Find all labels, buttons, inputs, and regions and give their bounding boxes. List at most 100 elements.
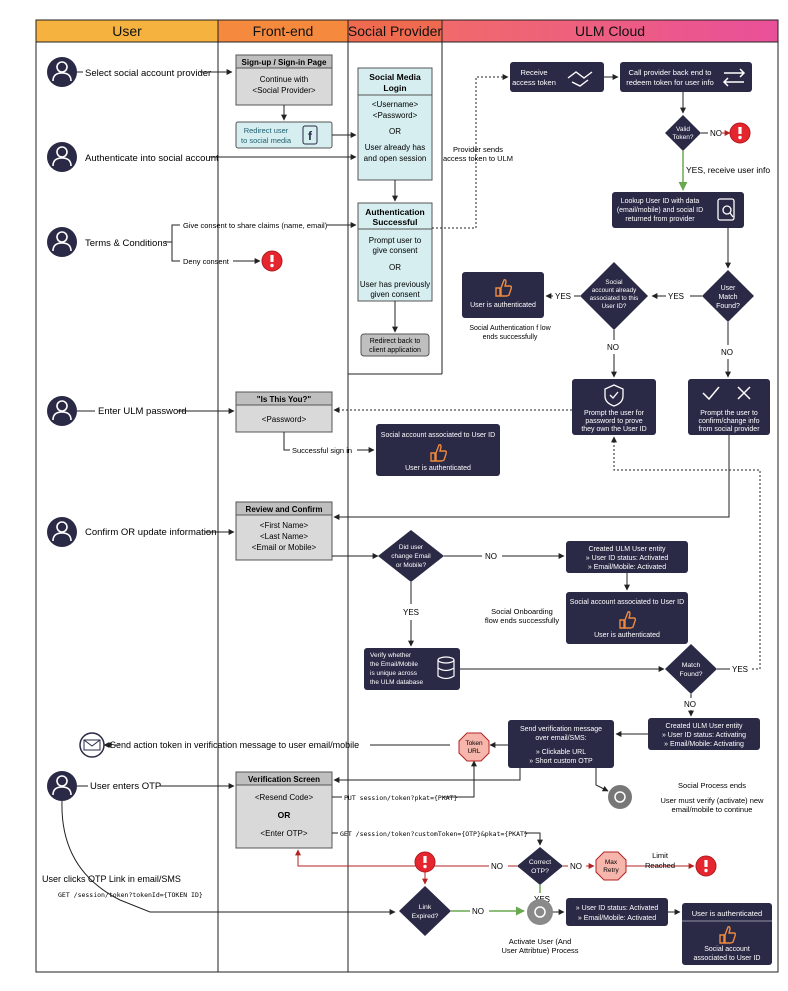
user-match-3: Found? (716, 303, 740, 310)
send-verification-box (508, 720, 614, 768)
token-url-2: URL (467, 748, 480, 755)
social-password-field[interactable]: <Password> (373, 111, 418, 120)
session-line1: User already has (365, 143, 425, 152)
match-found-decision (665, 644, 717, 694)
social-or2: OR (389, 263, 401, 272)
get-token-url: GET /session/token?tokenId={TOKEN ID} (58, 891, 203, 899)
resend-code-button[interactable]: <Resend Code> (255, 793, 314, 802)
user-avatar-icon (46, 226, 78, 258)
onboard-assoc-title: Social account associated to User ID (570, 599, 684, 606)
activate-2: User Attribtue) Process (501, 946, 578, 955)
provider-sends-2: access token to ULM (443, 154, 513, 163)
send-verif-2: over email/SMS: (535, 735, 586, 742)
first-name-field[interactable]: <First Name> (260, 521, 309, 530)
send-verif-1: Send verification message (520, 726, 602, 733)
alert-icon (695, 855, 717, 877)
correct-otp-2: OTP? (531, 868, 549, 875)
created-pending-1: Created ULM User entity (665, 723, 743, 730)
prove-1: Prompt the user for (584, 410, 645, 417)
onboarding-ends-1: Social Onboarding (491, 607, 553, 616)
match-found-yes: YES (732, 665, 748, 674)
last-name-field[interactable]: <Last Name> (260, 532, 308, 541)
auth-successful-box (357, 202, 433, 302)
verify-unique-box (364, 648, 460, 690)
did-change-1: Did user (399, 544, 424, 551)
user-match-1: User (721, 285, 736, 292)
social-assoc-yes: YES (555, 292, 571, 301)
redirect-back-1: Redirect back to (370, 338, 421, 345)
final-auth-1: Social account (704, 946, 750, 953)
call-provider-2: redeem token for user info (626, 78, 714, 87)
max-retry-1: Max (605, 859, 618, 866)
successful-sign-in-label: Successful sign in (292, 446, 352, 455)
user-avatar-icon (46, 56, 78, 88)
receive-token-box (510, 62, 604, 92)
verify-unique-3: is unique across (370, 670, 418, 677)
created-act-2: » User ID status: Activated (586, 555, 669, 562)
username-field[interactable]: <Username> (372, 100, 419, 109)
did-change-yes: YES (403, 608, 419, 617)
valid-token-no: NO (710, 129, 722, 138)
check-icon (702, 386, 720, 401)
user-avatar-icon (46, 141, 78, 173)
user-avatar-icon (46, 516, 78, 548)
created-act-1: Created ULM User entity (588, 546, 666, 553)
match-found-no: NO (684, 700, 696, 709)
call-provider-box (620, 62, 752, 92)
lane-title-cloud: ULM Cloud (575, 23, 645, 39)
token-url-1: Token (465, 740, 483, 747)
verification-title: Verification Screen (248, 775, 320, 784)
created-act-3: » Email/Mobile: Activated (588, 564, 666, 571)
step-enter-password: Enter ULM password (98, 406, 187, 417)
prev-line1: User has previously (360, 280, 430, 289)
svg-text:f: f (308, 129, 313, 143)
social-auth-ends-2: ends successfully (483, 334, 538, 341)
signup-line1: Continue with (260, 75, 308, 84)
final-authenticated-box (682, 903, 772, 965)
link-expired-decision (399, 886, 451, 936)
lane-title-user: User (112, 23, 142, 39)
lane-title-social: Social Provider (348, 23, 442, 39)
facebook-icon (302, 125, 318, 145)
send-verif-3: » Clickable URL (536, 749, 586, 756)
prove-ownership-box (572, 379, 656, 435)
did-change-decision (378, 530, 444, 582)
user-match-decision (702, 270, 754, 322)
social-associated-decision (580, 262, 648, 330)
lookup-3: returned from provider (625, 216, 695, 223)
created-pending-box (648, 718, 760, 750)
close-icon (737, 386, 751, 400)
swap-arrows-icon (722, 68, 746, 87)
enter-otp-field[interactable]: <Enter OTP> (260, 829, 307, 838)
step-confirm-update: Confirm OR update information (85, 527, 216, 538)
token-url-badge (458, 732, 490, 762)
max-retry-badge (595, 851, 627, 881)
user-match-2: Match (718, 294, 737, 301)
email-mobile-field[interactable]: <Email or Mobile> (252, 543, 317, 552)
step-authenticate: Authenticate into social account (85, 153, 219, 164)
did-change-2: change Email (391, 553, 431, 560)
auth-title-2: Successful (373, 217, 418, 227)
social-assoc-3: associated to this (590, 295, 639, 302)
created-activated-box (566, 541, 688, 573)
confirm-change-3: from social provider (698, 426, 760, 433)
lookup-1: Lookup User ID with data (621, 198, 700, 205)
authenticated-label: User is authenticated (470, 302, 536, 309)
step-terms: Terms & Conditions (85, 238, 168, 249)
must-verify-1: User must verify (activate) new (661, 796, 765, 805)
correct-otp-1: Correct (529, 859, 551, 866)
valid-token-2: Token? (673, 134, 694, 141)
lookup-user-box (612, 192, 744, 228)
password-field[interactable]: <Password> (262, 415, 307, 424)
did-change-3: or Mobile? (396, 562, 427, 569)
sign-in-associated-box (376, 424, 500, 476)
yes-receive-info: YES, receive user info (686, 165, 770, 175)
sign-in-assoc-auth: User is authenticated (405, 465, 471, 472)
alert-icon (729, 122, 751, 144)
match-found-1: Match (682, 662, 701, 669)
send-verif-4: » Short custom OTP (529, 758, 593, 765)
or-label: OR (278, 810, 291, 820)
deny-consent-label: Deny consent (183, 257, 230, 266)
